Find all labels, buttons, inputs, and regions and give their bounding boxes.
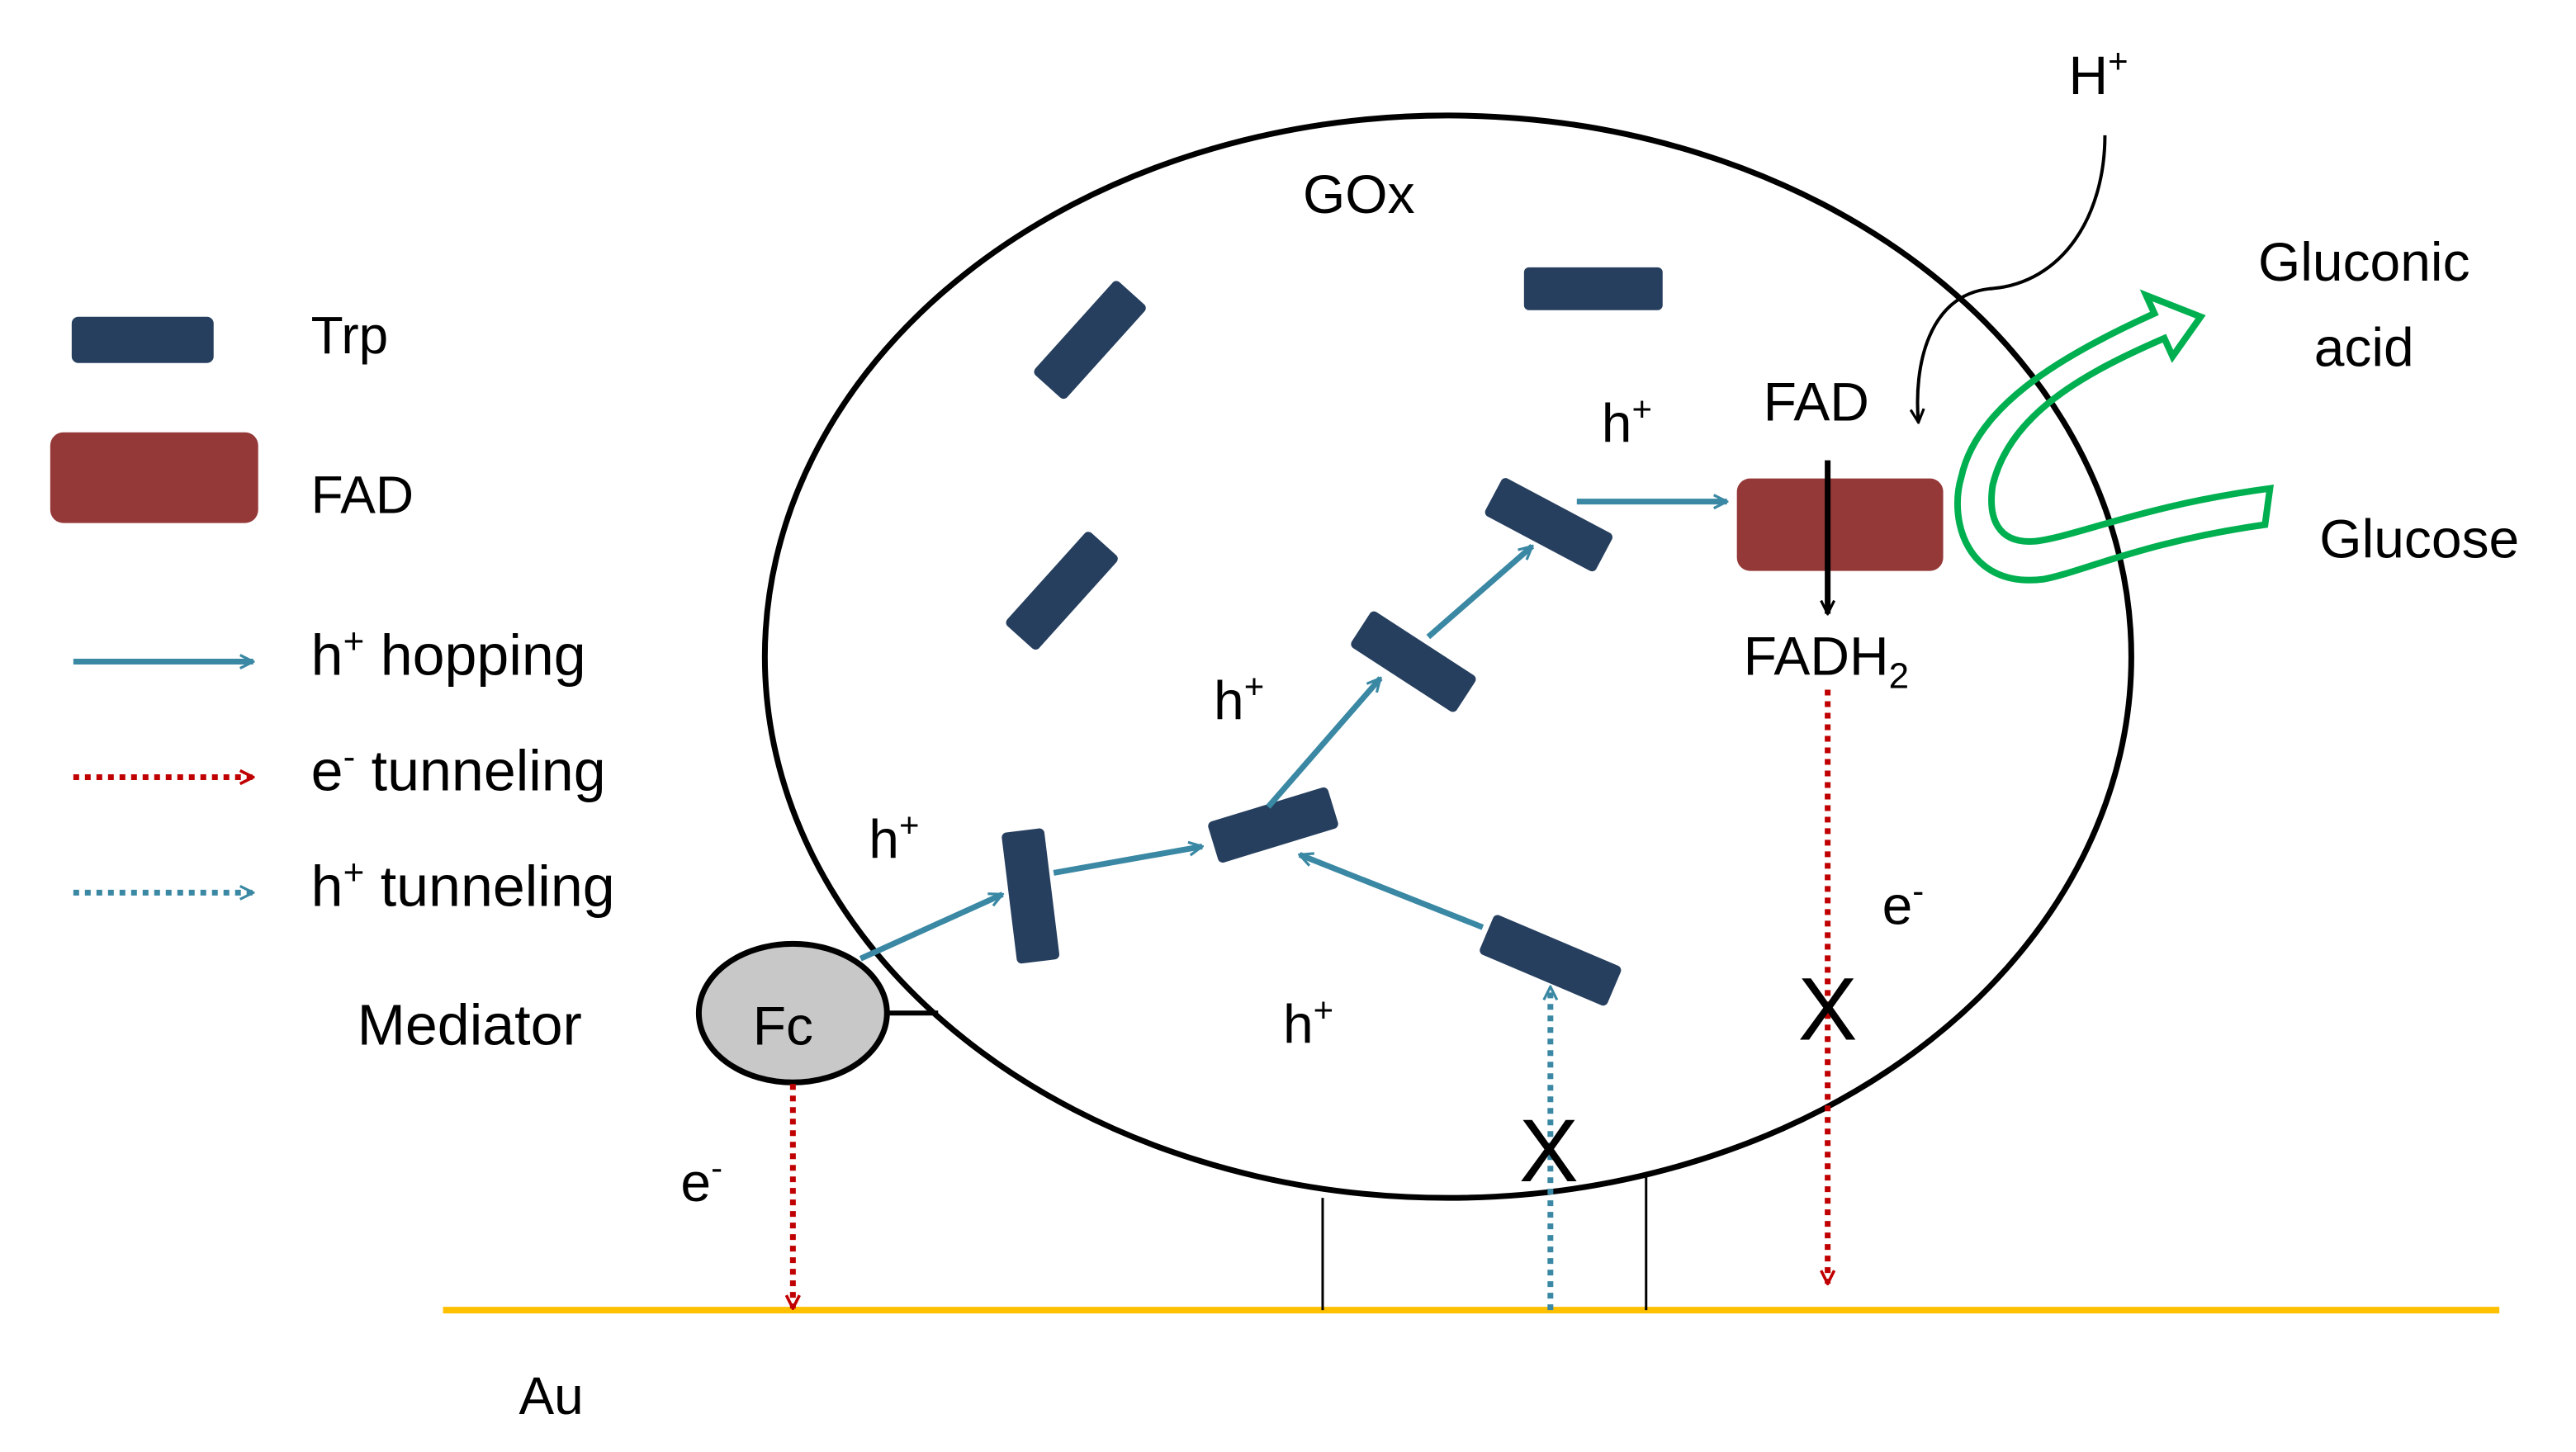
legend-fad-label: FAD	[311, 466, 414, 525]
hole-hopping-arrow	[1300, 852, 1485, 930]
fad-cofactor	[1736, 478, 1944, 571]
fadh2-label: FADH2	[1744, 626, 1909, 697]
proton-arrow	[1917, 135, 2107, 423]
trp-residue	[1034, 281, 1146, 400]
blocked-x-mark: X	[1519, 1100, 1579, 1200]
proton-label: H+	[2068, 41, 2128, 106]
hole-label: h+	[1283, 990, 1333, 1054]
legend-fad-swatch	[50, 432, 258, 523]
hole-label: h+	[869, 805, 919, 869]
trp-residue	[1002, 828, 1060, 964]
trp-residue	[1351, 611, 1476, 712]
glucose-oxidation-arrow	[1953, 289, 2274, 584]
trp-residue	[1485, 478, 1612, 572]
hole-label: h+	[1214, 667, 1264, 731]
trp-residue	[1006, 532, 1118, 650]
trp-residue	[1523, 267, 1663, 310]
hole-hopping-arrow	[1266, 679, 1383, 809]
au-label: Au	[519, 1366, 584, 1426]
hole-hopping-arrow	[859, 892, 1002, 962]
mediator-label: Mediator	[358, 992, 582, 1057]
legend-trp-label: Trp	[311, 305, 389, 365]
legend-hopping-label: h+ hopping	[311, 622, 586, 688]
legend-e-tunneling-label: e- tunneling	[311, 736, 606, 802]
legend-trp-swatch	[71, 316, 214, 363]
hole-hopping-arrow	[1426, 543, 1532, 640]
hole-hopping-arrow	[1053, 846, 1202, 876]
trp-residue	[1208, 787, 1338, 863]
ferrocene-mediator	[695, 940, 890, 1085]
gox-enzyme-outline	[761, 112, 2134, 1201]
hole-label: h+	[1602, 390, 1652, 454]
electron-label: e-	[1882, 871, 1925, 935]
fc-label: Fc	[753, 995, 813, 1056]
blocked-x-mark: X	[1798, 958, 1858, 1058]
legend: Trp FAD h+ hopping e- tunneling h+ tunne…	[50, 305, 615, 918]
gox-label: GOx	[1303, 163, 1415, 225]
legend-h-tunneling-label: h+ tunneling	[311, 852, 615, 918]
trp-residue	[1480, 915, 1622, 1006]
fad-label: FAD	[1764, 371, 1869, 433]
glucose-label: Glucose	[2319, 508, 2519, 570]
electron-label: e-	[680, 1148, 722, 1213]
